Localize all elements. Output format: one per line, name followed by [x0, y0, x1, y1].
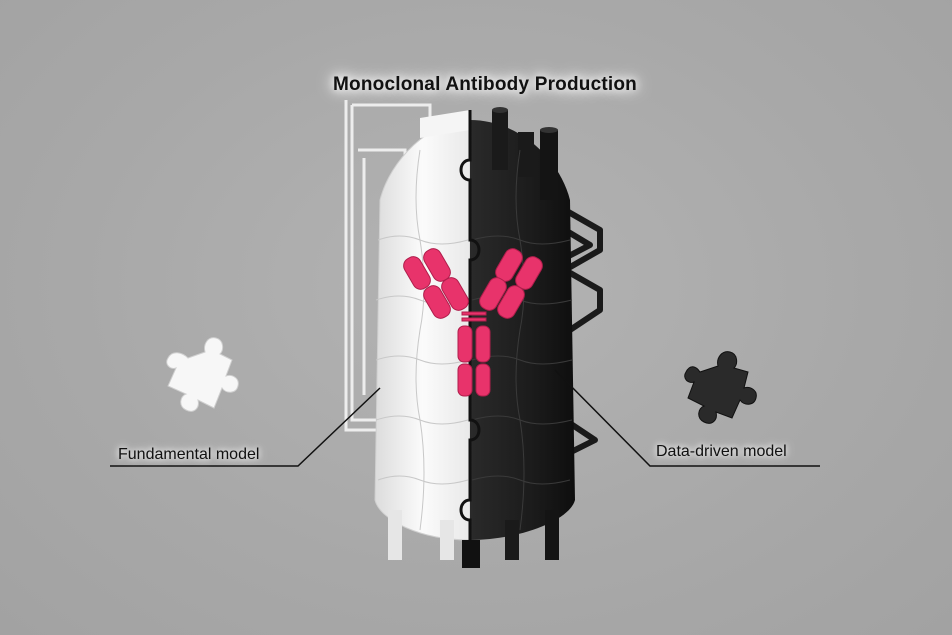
white-vessel-half: [374, 110, 471, 560]
black-puzzle-piece-icon: [684, 351, 757, 424]
diagram-title: Monoclonal Antibody Production: [333, 74, 637, 95]
left-pipes: [344, 100, 432, 432]
left-callout-line: [110, 387, 381, 467]
fundamental-model-label: Fundamental model: [118, 446, 260, 463]
black-vessel-half: [470, 107, 575, 560]
white-puzzle-piece-icon: [166, 337, 239, 412]
callout-lines: [110, 369, 820, 467]
right-callout-line: [554, 369, 820, 467]
antibody-icon: [403, 248, 543, 397]
data-driven-model-label: Data-driven model: [656, 443, 787, 460]
